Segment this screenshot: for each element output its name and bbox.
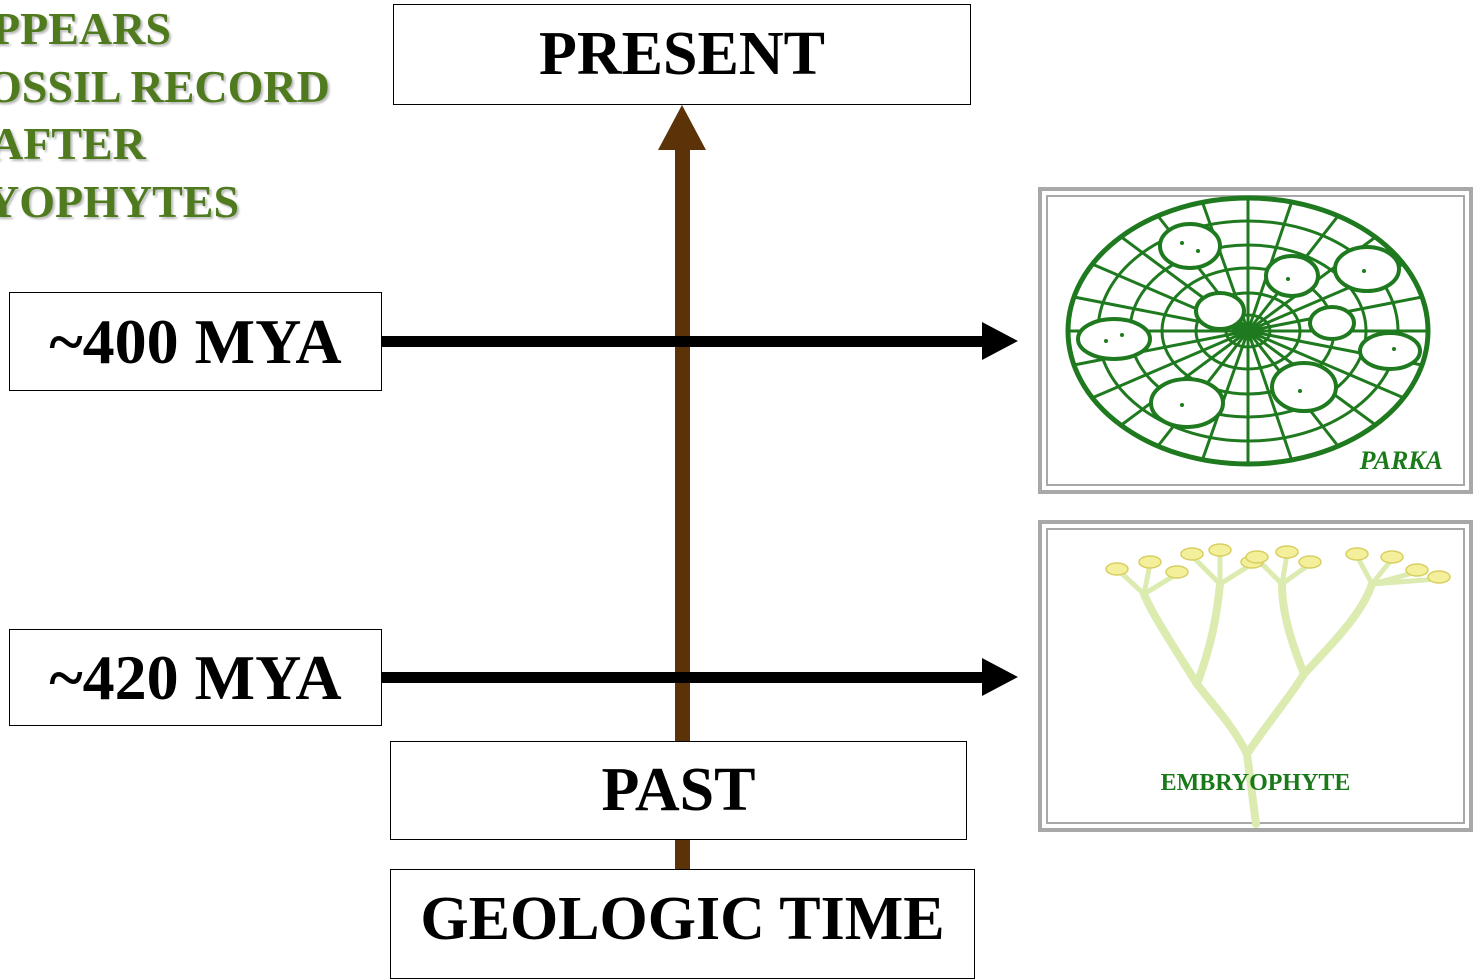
past-box: PAST <box>390 741 967 840</box>
time-arrow-head <box>658 105 706 150</box>
geologic-time-box: GEOLOGIC TIME <box>390 869 975 979</box>
embryophyte-illustration <box>1105 543 1451 828</box>
event-box-400-mya: ~400 MYA <box>9 292 382 391</box>
parka-image-frame: PARKA <box>1038 187 1473 494</box>
time-arrow-shaft <box>675 145 690 885</box>
present-label: PRESENT <box>539 20 825 88</box>
past-label: PAST <box>601 756 756 824</box>
intro-line-4: YOPHYTES <box>0 175 240 227</box>
intro-line-2: OSSIL RECORD <box>0 60 330 112</box>
event-label-400-mya: ~400 MYA <box>49 305 342 377</box>
intro-text: PPEARS OSSIL RECORD AFTER YOPHYTES <box>0 0 380 230</box>
geologic-time-label: GEOLOGIC TIME <box>420 885 945 953</box>
parka-caption: PARKA <box>1359 446 1443 475</box>
intro-line-3: AFTER <box>0 118 146 169</box>
event-arrow-2-head <box>982 658 1018 696</box>
embryophyte-image-frame: EMBRYOPHYTE <box>1038 520 1473 832</box>
event-arrow-1-head <box>982 322 1018 360</box>
event-arrow-1-shaft <box>381 336 986 347</box>
intro-line-1: PPEARS <box>0 3 171 54</box>
event-label-420-mya: ~420 MYA <box>49 641 342 713</box>
present-box: PRESENT <box>393 4 971 105</box>
parka-fossil-illustration <box>1065 195 1431 467</box>
embryophyte-caption: EMBRYOPHYTE <box>1160 770 1351 796</box>
event-box-420-mya: ~420 MYA <box>9 629 382 726</box>
event-arrow-2-shaft <box>381 672 986 683</box>
